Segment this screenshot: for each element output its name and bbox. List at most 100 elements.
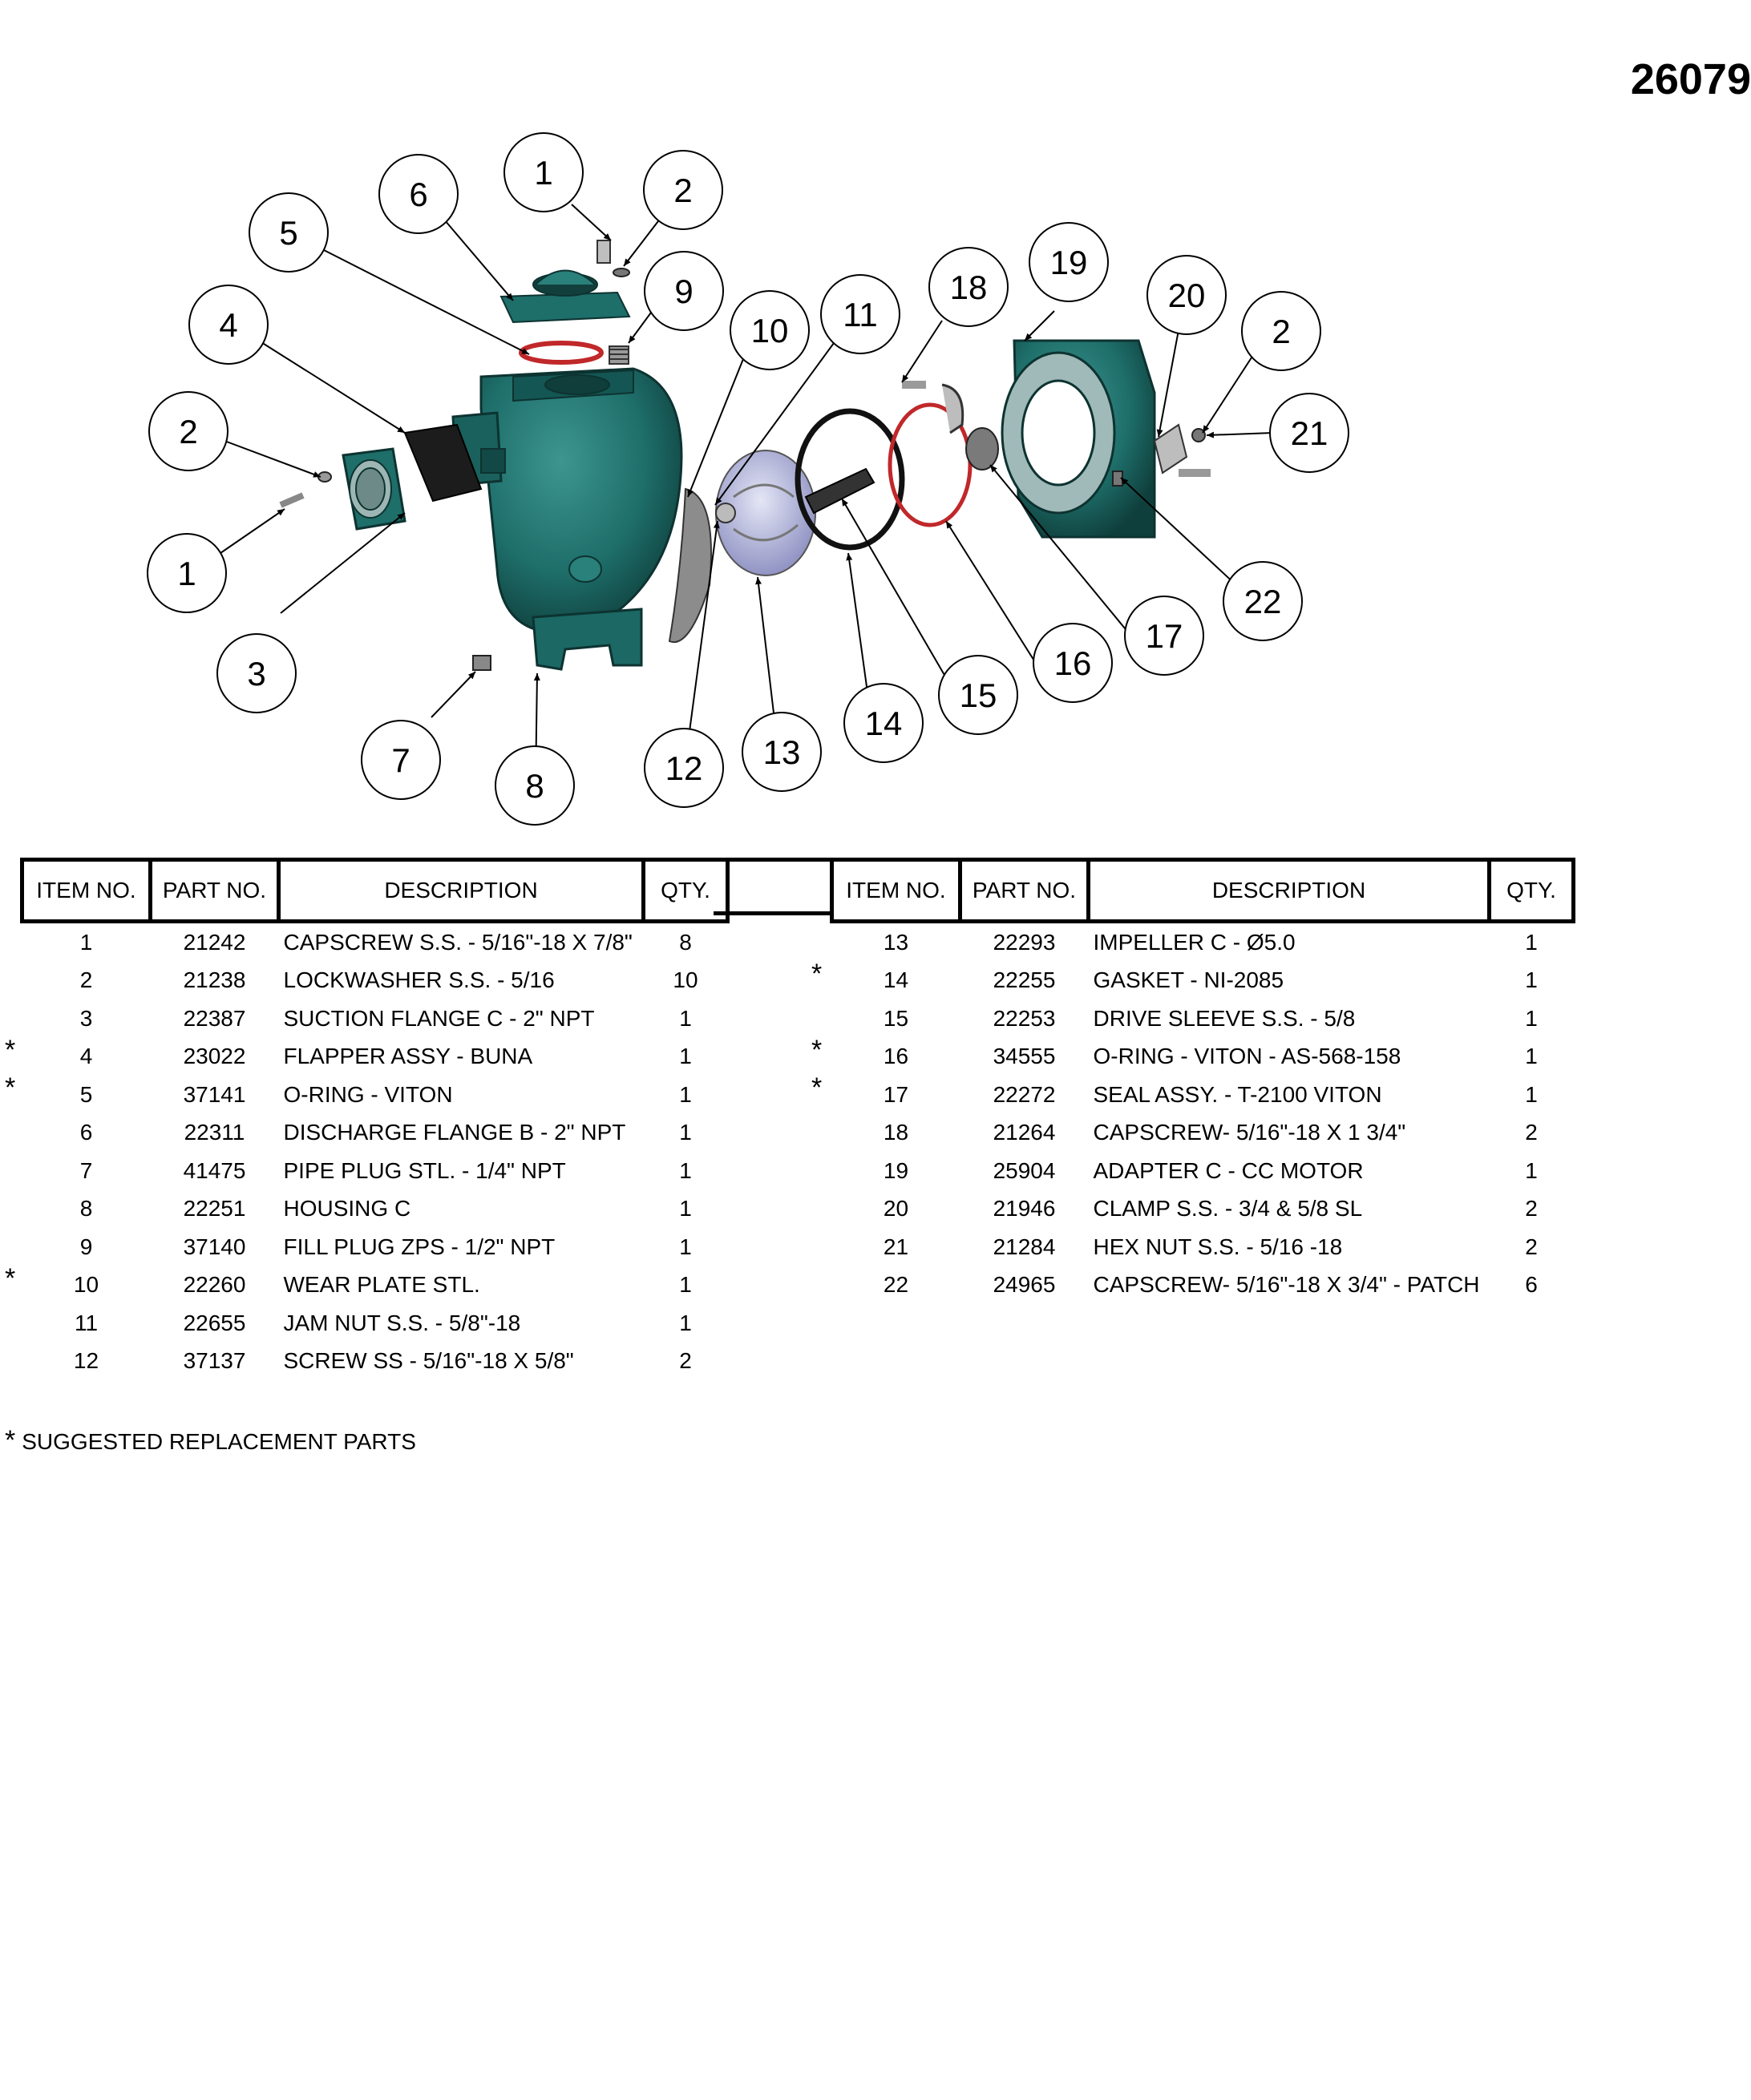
svg-text:2: 2 bbox=[1272, 313, 1290, 350]
cell-description: FLAPPER ASSY - BUNA bbox=[283, 1044, 533, 1069]
capscrew-top-part bbox=[596, 240, 630, 277]
exploded-pump-diagram: 1 2 6 5 9 4 10 11 2 1 3 7 8 12 13 14 15 … bbox=[147, 132, 1349, 826]
header-item-no: ITEM NO. bbox=[20, 858, 152, 923]
cell-description: CAPSCREW- 5/16"-18 X 1 3/4" bbox=[1093, 1120, 1406, 1145]
balloon-13: 13 bbox=[742, 712, 822, 792]
balloon-group: 1 2 6 5 9 4 10 11 2 1 3 7 8 12 13 14 15 … bbox=[147, 132, 1349, 826]
cell-item-no: 3 bbox=[79, 1005, 93, 1031]
svg-text:15: 15 bbox=[960, 676, 997, 714]
cell-description: SUCTION FLANGE C - 2" NPT bbox=[283, 1005, 595, 1031]
cell-part-no: 22293 bbox=[993, 929, 1056, 955]
cell-description: O-RING - VITON - AS-568-158 bbox=[1093, 1044, 1401, 1069]
balloon-7: 7 bbox=[361, 720, 441, 800]
cell-item-no: 16 bbox=[883, 1044, 909, 1069]
svg-text:19: 19 bbox=[1050, 244, 1088, 281]
cell-qty: 1 bbox=[679, 1310, 692, 1335]
cell-description: SCREW SS - 5/16"-18 X 5/8" bbox=[283, 1348, 574, 1374]
flapper-part bbox=[403, 423, 483, 503]
cell-qty: 1 bbox=[679, 1272, 692, 1298]
balloon-3: 3 bbox=[216, 633, 297, 713]
svg-text:1: 1 bbox=[534, 154, 552, 192]
cell-part-no: 22255 bbox=[993, 967, 1056, 993]
header-item-no: ITEM NO. bbox=[830, 858, 962, 923]
cell-item-no: 13 bbox=[883, 929, 909, 955]
cell-item-no: 12 bbox=[73, 1348, 99, 1374]
cell-item-no: 14 bbox=[883, 967, 909, 993]
cell-item-no: 21 bbox=[883, 1234, 909, 1259]
cell-description: PIPE PLUG STL. - 1/4" NPT bbox=[283, 1157, 566, 1183]
cell-part-no: 22272 bbox=[993, 1081, 1056, 1107]
cell-description: HEX NUT S.S. - 5/16 -18 bbox=[1093, 1234, 1343, 1259]
cell-part-no: 41475 bbox=[183, 1157, 246, 1183]
cell-part-no: 21284 bbox=[993, 1234, 1056, 1259]
cell-part-no: 37140 bbox=[183, 1234, 246, 1259]
replacement-marker: * bbox=[811, 958, 823, 989]
legend-text: SUGGESTED REPLACEMENT PARTS bbox=[22, 1429, 416, 1454]
oring-top-part bbox=[519, 341, 604, 365]
cell-qty: 1 bbox=[1525, 1044, 1538, 1069]
cell-part-no: 22260 bbox=[183, 1272, 246, 1298]
svg-text:1: 1 bbox=[177, 555, 196, 592]
cell-part-no: 24965 bbox=[993, 1272, 1056, 1298]
balloon-10: 10 bbox=[730, 290, 810, 370]
balloon-6: 6 bbox=[378, 154, 459, 234]
svg-text:7: 7 bbox=[391, 741, 410, 779]
cell-qty: 2 bbox=[1525, 1234, 1538, 1259]
balloon-2-top: 2 bbox=[643, 150, 723, 230]
balloon-9: 9 bbox=[644, 251, 724, 331]
replacement-marker: * bbox=[5, 1034, 16, 1065]
cell-item-no: 7 bbox=[79, 1157, 93, 1183]
legend: *SUGGESTED REPLACEMENT PARTS bbox=[5, 1425, 416, 1456]
cell-description: JAM NUT S.S. - 5/8"-18 bbox=[283, 1310, 521, 1335]
cell-part-no: 21238 bbox=[183, 967, 246, 993]
oring-right-part bbox=[888, 402, 973, 527]
cell-qty: 2 bbox=[1525, 1196, 1538, 1222]
cell-item-no: 1 bbox=[79, 929, 93, 955]
cell-qty: 8 bbox=[679, 929, 692, 955]
svg-text:13: 13 bbox=[763, 733, 801, 771]
svg-text:21: 21 bbox=[1291, 414, 1328, 452]
cell-item-no: 15 bbox=[883, 1005, 909, 1031]
cell-qty: 1 bbox=[679, 1157, 692, 1183]
cell-qty: 1 bbox=[679, 1044, 692, 1069]
balloon-15: 15 bbox=[938, 655, 1018, 735]
replacement-marker: * bbox=[811, 1034, 823, 1065]
svg-text:2: 2 bbox=[673, 172, 692, 209]
cell-description: FILL PLUG ZPS - 1/2" NPT bbox=[283, 1234, 556, 1259]
svg-text:6: 6 bbox=[409, 176, 427, 213]
cell-qty: 1 bbox=[679, 1005, 692, 1031]
cell-qty: 1 bbox=[679, 1120, 692, 1145]
replacement-marker: * bbox=[5, 1072, 16, 1103]
cell-qty: 1 bbox=[1525, 929, 1538, 955]
balloon-5: 5 bbox=[249, 192, 329, 273]
cell-description: CLAMP S.S. - 3/4 & 5/8 SL bbox=[1093, 1196, 1363, 1222]
cell-item-no: 11 bbox=[74, 1310, 99, 1335]
cell-item-no: 18 bbox=[883, 1120, 909, 1145]
header-description: DESCRIPTION bbox=[1086, 858, 1491, 923]
svg-text:16: 16 bbox=[1054, 644, 1092, 682]
cell-part-no: 21946 bbox=[993, 1196, 1056, 1222]
cell-qty: 6 bbox=[1525, 1272, 1538, 1298]
cell-part-no: 21242 bbox=[183, 929, 246, 955]
cell-description: DRIVE SLEEVE S.S. - 5/8 bbox=[1093, 1005, 1356, 1031]
balloon-2-right: 2 bbox=[1241, 291, 1321, 371]
balloon-11: 11 bbox=[820, 274, 900, 354]
drive-sleeve-part bbox=[804, 467, 876, 515]
balloon-21: 21 bbox=[1269, 393, 1349, 473]
cell-qty: 1 bbox=[679, 1081, 692, 1107]
impeller-part bbox=[715, 450, 816, 576]
cell-qty: 1 bbox=[1525, 967, 1538, 993]
cell-part-no: 22311 bbox=[184, 1120, 245, 1145]
balloon-8: 8 bbox=[495, 745, 575, 826]
